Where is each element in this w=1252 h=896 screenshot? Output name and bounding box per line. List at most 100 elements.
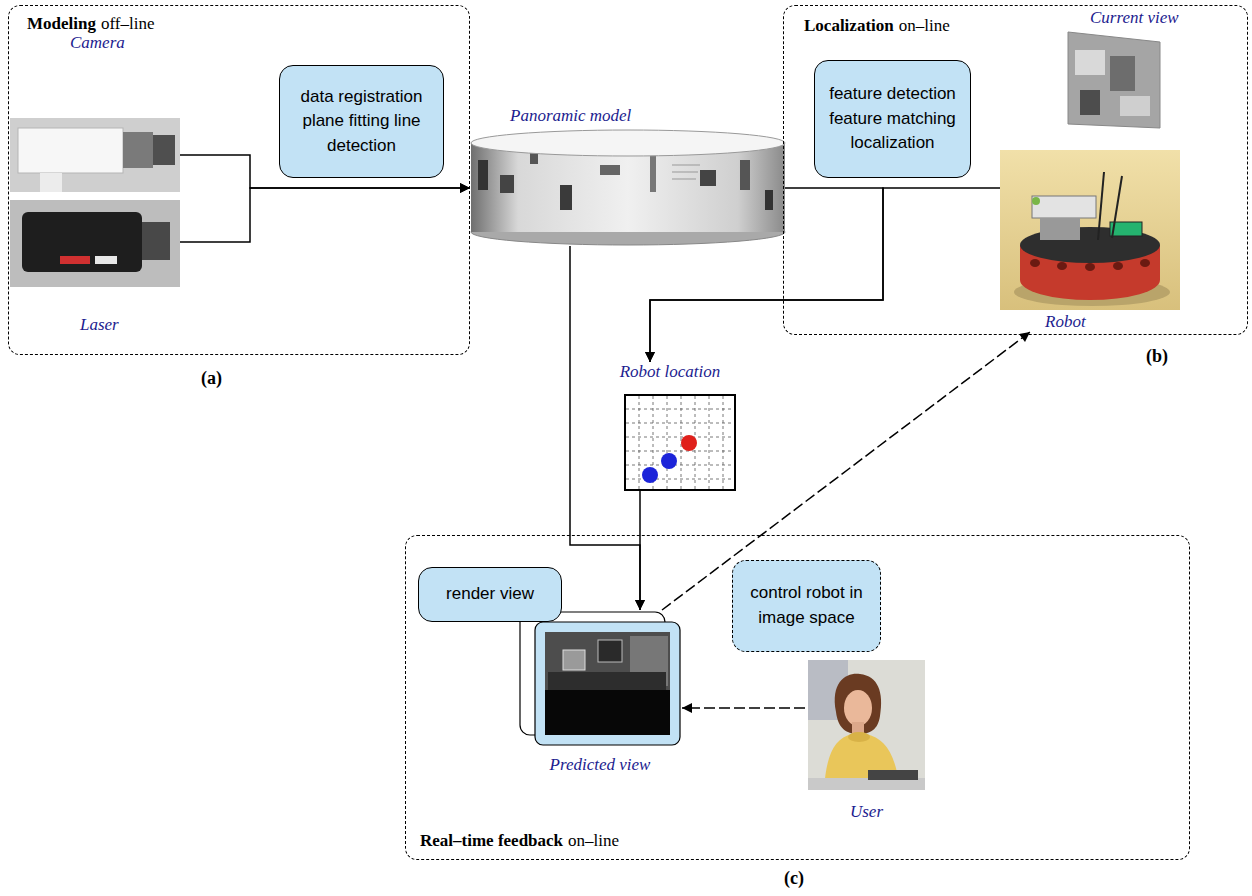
panel-title: Modeling	[27, 14, 96, 33]
camera-view: Current view	[1060, 8, 1190, 132]
dashed-arrow	[682, 707, 805, 709]
laser-photo	[10, 200, 180, 287]
box-label: data registration plane fitting line det…	[290, 85, 433, 159]
dashed-panel: Real–time feedbackon–line(c)render viewc…	[405, 535, 1190, 860]
robot-device	[1032, 196, 1096, 218]
dashed-panel: Modelingoff–line(a)CameraLaserdata regis…	[8, 5, 470, 355]
panel-title: off–line	[101, 14, 155, 33]
image-patch	[1120, 96, 1150, 116]
robot-hole	[1085, 263, 1095, 271]
panel-heading: Real–time feedbackon–line	[420, 831, 619, 851]
robot-antenna	[1098, 172, 1104, 240]
robot-hole	[1057, 262, 1067, 270]
grid-line	[626, 479, 734, 480]
robot-hole	[1140, 259, 1150, 267]
process-box: data registration plane fitting line det…	[279, 65, 444, 178]
panel-heading: Modeling off–line	[27, 14, 154, 34]
texture-line	[672, 179, 696, 180]
rendered-desk	[548, 672, 666, 690]
panel-tag: (a)	[201, 368, 222, 388]
dashed-panel: Localizationon–line(b)feature detection …	[783, 5, 1248, 335]
grid-line	[667, 396, 668, 489]
position-dot	[661, 453, 677, 469]
rendered-monitor	[598, 640, 622, 662]
panel-title: on–line	[899, 16, 950, 35]
grid-line	[709, 396, 710, 489]
user-face	[844, 690, 872, 726]
process-box: render view	[418, 567, 562, 622]
location-grid: Robot location	[600, 362, 740, 490]
laser-body	[22, 212, 142, 272]
panel-title: Localization	[804, 16, 894, 35]
panel-tag-group: (a)	[201, 368, 222, 389]
caption-group: Robot	[1000, 312, 1180, 332]
rendered-monitor	[563, 650, 585, 670]
texture-patch	[700, 170, 716, 186]
caption-group: Laser	[10, 315, 180, 335]
laser-lens	[142, 222, 170, 260]
user-hair	[835, 674, 881, 734]
image-patch	[1075, 50, 1105, 75]
panel-title: on–line	[568, 831, 619, 850]
rendered-image	[545, 632, 670, 735]
flow-arrow	[639, 490, 641, 610]
camera-mount	[40, 173, 62, 192]
image-caption: Current view	[1090, 8, 1190, 28]
user-collar	[848, 732, 870, 742]
image-caption: Robot location	[600, 362, 740, 382]
panel-tag: (c)	[784, 868, 804, 888]
caption-group: Camera	[10, 33, 180, 53]
flow-arrow	[570, 246, 640, 610]
camera-photo: Camera	[10, 33, 180, 192]
panoramic-model: Panoramic model	[470, 106, 785, 246]
box-label: feature detection feature matching local…	[825, 82, 960, 156]
laser-photo: Laser	[10, 200, 180, 335]
texture-patch	[560, 185, 572, 210]
flow-arrow	[650, 188, 883, 362]
texture-line	[672, 165, 700, 166]
texture-patch	[500, 175, 514, 193]
camera-photo	[10, 118, 180, 192]
grid-line	[626, 423, 734, 424]
image-caption: Panoramic model	[510, 106, 785, 126]
caption-group: Predicted view	[518, 755, 682, 775]
caption-group: Robot location	[600, 362, 740, 382]
robot-hole	[1030, 259, 1040, 267]
image-patch	[1080, 90, 1100, 115]
texture-patch	[650, 152, 656, 192]
keyboard	[868, 770, 918, 780]
camera-body	[18, 128, 123, 173]
position-dot	[642, 467, 658, 483]
camera-lens	[153, 135, 175, 165]
caption-group: Current view	[1060, 8, 1190, 28]
texture-patch	[478, 160, 488, 190]
panel-tag: (b)	[1146, 346, 1168, 366]
robot-light	[1032, 197, 1040, 205]
predicted-view: Predicted view	[518, 610, 682, 775]
panel-heading: Localization on–line	[804, 16, 950, 36]
robot-hole	[1113, 262, 1123, 270]
grid-line	[626, 451, 734, 452]
view-frame	[535, 622, 680, 745]
robot-photo	[1000, 150, 1180, 310]
laser-sticker	[60, 256, 90, 264]
laser-sticker	[95, 256, 117, 264]
box-label: render view	[446, 582, 534, 607]
robot-antenna	[1112, 176, 1122, 238]
grid-line	[626, 465, 734, 466]
grid-line	[723, 396, 724, 489]
texture-line	[672, 172, 698, 173]
image-caption: User	[805, 802, 928, 822]
panel-tag-group: (c)	[784, 868, 804, 889]
process-box: feature detection feature matching local…	[814, 60, 971, 178]
texture-patch	[765, 190, 773, 210]
image-patch	[1110, 56, 1135, 91]
caption-group: User	[805, 802, 928, 822]
control-box: control robot in image space	[732, 560, 881, 652]
texture-patch	[740, 160, 750, 190]
camera-lens	[123, 132, 153, 168]
image-caption: Predicted view	[518, 755, 682, 775]
flow-arrow	[650, 188, 1000, 362]
flow-arrow	[180, 188, 470, 242]
